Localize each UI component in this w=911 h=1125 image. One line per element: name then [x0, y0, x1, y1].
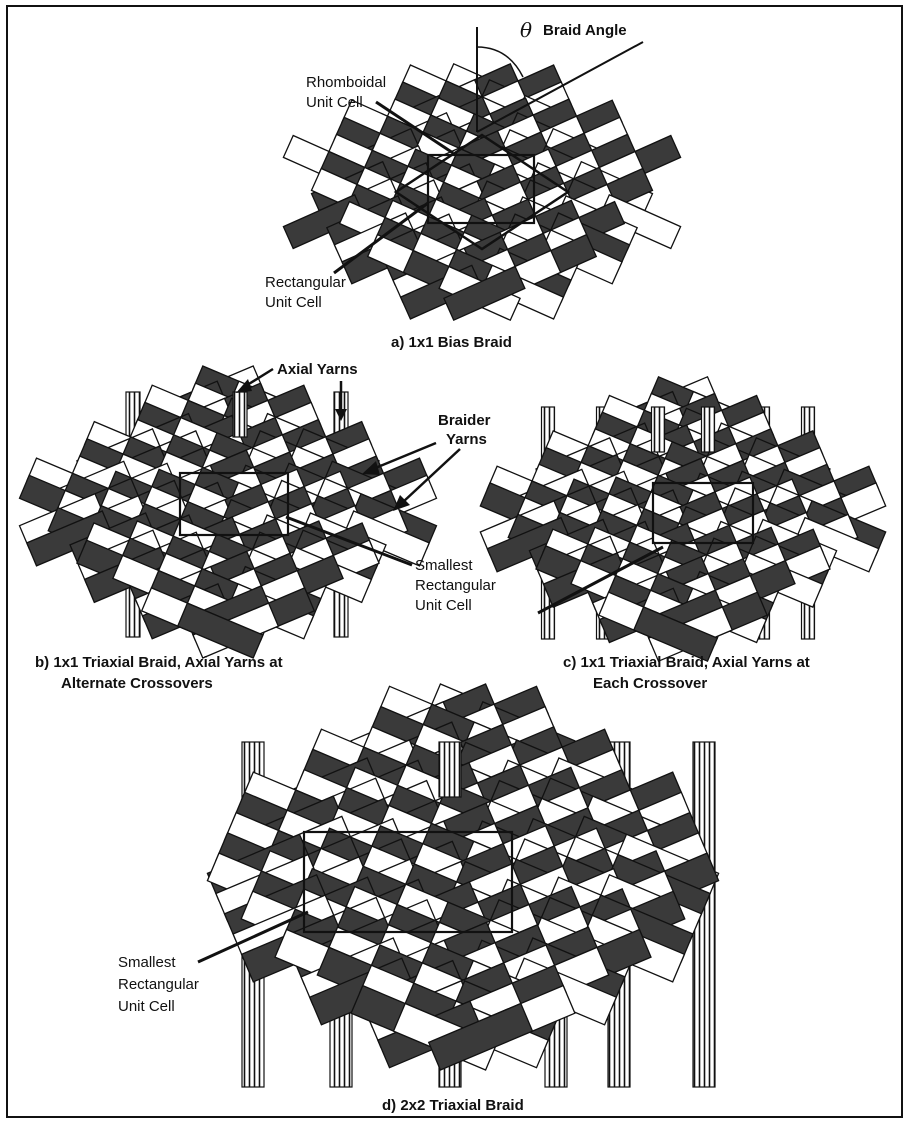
braid-angle-arc	[476, 46, 524, 78]
rhomboidal-label-1: Rhomboidal	[306, 74, 386, 91]
panel-b-triaxial-alternate	[18, 365, 438, 659]
panel-c-annotations: c) 1x1 Triaxial Braid, Axial Yarns at Ea…	[537, 545, 810, 692]
rhomboidal-label-2: Unit Cell	[306, 94, 363, 111]
smallest-d-label-2: Rectangular	[118, 976, 199, 993]
smallest-b-label-1: Smallest	[415, 557, 473, 574]
panel-a-bias-braid	[282, 62, 682, 322]
axial-yarn	[232, 391, 248, 438]
dark-braider-yarn	[443, 265, 526, 322]
theta-symbol: θ	[520, 18, 532, 42]
axial-arrowhead-left	[236, 379, 252, 393]
braider-arrowhead-1	[362, 461, 380, 475]
caption-b-1: b) 1x1 Triaxial Braid, Axial Yarns at	[35, 654, 283, 671]
braid-angle-line	[476, 41, 644, 133]
braid-angle-label: Braid Angle	[543, 22, 627, 39]
panel-c-triaxial-each	[479, 375, 887, 663]
smallest-b-label-3: Unit Cell	[415, 597, 472, 614]
panel-a-annotations: θ Braid Angle Rhomboidal Unit Cell Recta…	[265, 18, 644, 351]
rhomboidal-leader	[375, 100, 454, 155]
rectangular-leader	[333, 201, 429, 275]
smallest-rectangular-unit-cell-c	[651, 481, 755, 545]
dark-braider-yarn	[427, 1002, 534, 1071]
light-braider-yarn	[794, 516, 880, 573]
braider-arrow-1	[372, 441, 437, 471]
rectangular-label-1: Rectangular	[265, 274, 346, 291]
figure-frame: θ Braid Angle Rhomboidal Unit Cell Recta…	[6, 5, 903, 1118]
braid-figure: θ Braid Angle Rhomboidal Unit Cell Recta…	[18, 18, 887, 1114]
axial-yarn	[650, 406, 666, 453]
axial-yarns-label: Axial Yarns	[277, 361, 358, 378]
rhomboidal-unit-cell	[393, 133, 571, 251]
caption-a: a) 1x1 Bias Braid	[391, 334, 512, 351]
dark-braider-yarn	[176, 602, 264, 659]
smallest-c-leader	[537, 545, 664, 615]
smallest-rectangular-unit-cell-d	[302, 830, 514, 934]
axial-arrowhead-right	[335, 409, 347, 421]
caption-b-2: Alternate Crossovers	[61, 675, 213, 692]
caption-c-2: Each Crossover	[593, 675, 707, 692]
dark-braider-yarn	[632, 606, 719, 663]
panel-d-2x2-triaxial	[206, 683, 720, 1088]
braider-arrowhead-2	[393, 495, 410, 511]
rectangular-unit-cell	[426, 153, 536, 225]
caption-c-1: c) 1x1 Triaxial Braid, Axial Yarns at	[563, 654, 810, 671]
axial-yarn	[700, 406, 716, 453]
smallest-b-label-2: Rectangular	[415, 577, 496, 594]
smallest-d-label-1: Smallest	[118, 954, 176, 971]
light-braider-yarn	[343, 510, 431, 567]
smallest-d-label-3: Unit Cell	[118, 998, 175, 1015]
rectangular-label-2: Unit Cell	[265, 294, 322, 311]
smallest-d-leader	[197, 910, 309, 964]
caption-d: d) 2x2 Triaxial Braid	[382, 1097, 524, 1114]
braider-label-1: Braider	[438, 412, 491, 429]
panel-d-annotations: Smallest Rectangular Unit Cell d) 2x2 Tr…	[118, 910, 524, 1114]
smallest-rectangular-unit-cell-b	[178, 471, 290, 537]
braider-arrow-2	[402, 448, 461, 503]
panel-b-annotations: Axial Yarns Braider Yarns Smallest Recta…	[35, 361, 496, 692]
smallest-b-leader	[285, 515, 413, 567]
braider-label-2: Yarns	[446, 431, 487, 448]
axial-yarn	[438, 741, 462, 798]
